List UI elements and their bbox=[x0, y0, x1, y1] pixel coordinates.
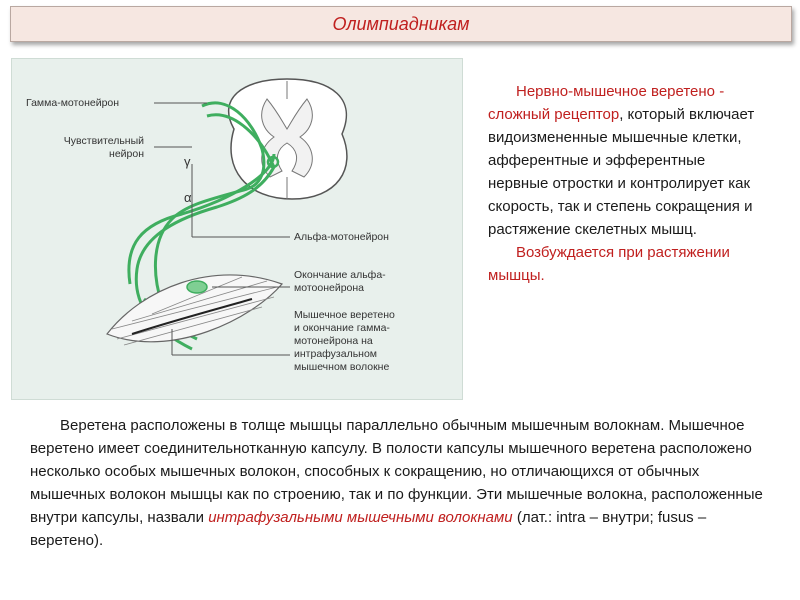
label-alpha-ending-line1: Окончание альфа- bbox=[294, 269, 386, 281]
main-paragraph: Веретена расположены в толще мышцы парал… bbox=[30, 414, 775, 552]
label-sensory-neuron: Чувствительный нейрон bbox=[38, 135, 144, 161]
figure-drawing bbox=[106, 78, 348, 356]
main-text-before: Веретена расположены в толще мышцы парал… bbox=[30, 417, 763, 526]
spinal-cord-illustration bbox=[228, 78, 348, 200]
side-paragraph-1-text: , который включает видоизмененные мышечн… bbox=[488, 106, 755, 238]
label-spindle-line5: мышечном волокне bbox=[294, 361, 390, 373]
main-text-after: (лат.: intra – внутри; fusus – веретено)… bbox=[30, 509, 707, 549]
side-paragraph-2: Возбуждается при растяжении мышцы. bbox=[488, 244, 730, 284]
label-sensory-neuron-line1: Чувствительный bbox=[63, 135, 144, 147]
label-leader-lines bbox=[154, 102, 290, 356]
side-highlight-receptor: Нервно-мышечное веретено - сложный рецеп… bbox=[488, 83, 725, 123]
label-alpha-motoneuron: Альфа-мотонейрон bbox=[294, 231, 389, 243]
muscle-spindle-figure: Гамма-мотонейрон Чувствительный нейрон γ… bbox=[11, 58, 463, 400]
label-alpha-ending: Окончание альфа- мотоонейрона bbox=[294, 269, 386, 295]
label-muscle-spindle: Мышечное веретено и окончание гамма- мот… bbox=[294, 309, 395, 374]
side-paragraph-1: Нервно-мышечное веретено - сложный рецеп… bbox=[488, 80, 768, 241]
label-spindle-line1: Мышечное веретено bbox=[294, 309, 395, 321]
label-gamma-motoneuron: Гамма-мотонейрон bbox=[26, 97, 120, 109]
label-spindle-line2: и окончание гамма- bbox=[294, 322, 390, 334]
muscle-illustration bbox=[106, 274, 284, 346]
label-alpha-symbol: α bbox=[184, 190, 192, 205]
header-title: Олимпиадникам bbox=[332, 13, 470, 34]
side-description: Нервно-мышечное веретено - сложный рецеп… bbox=[488, 80, 768, 287]
label-sensory-neuron-line2: нейрон bbox=[109, 148, 144, 160]
term-intrafusal-fibers: интрафузальными мышечными волокнами bbox=[208, 509, 513, 526]
label-alpha-ending-line2: мотоонейрона bbox=[294, 282, 365, 294]
main-paragraph-text: Веретена расположены в толще мышцы парал… bbox=[30, 414, 775, 552]
label-gamma-symbol: γ bbox=[184, 154, 191, 169]
header-banner: Олимпиадникам bbox=[10, 6, 792, 42]
label-spindle-line4: интрафузальном bbox=[294, 348, 378, 360]
label-spindle-line3: мотонейрона на bbox=[294, 335, 373, 347]
